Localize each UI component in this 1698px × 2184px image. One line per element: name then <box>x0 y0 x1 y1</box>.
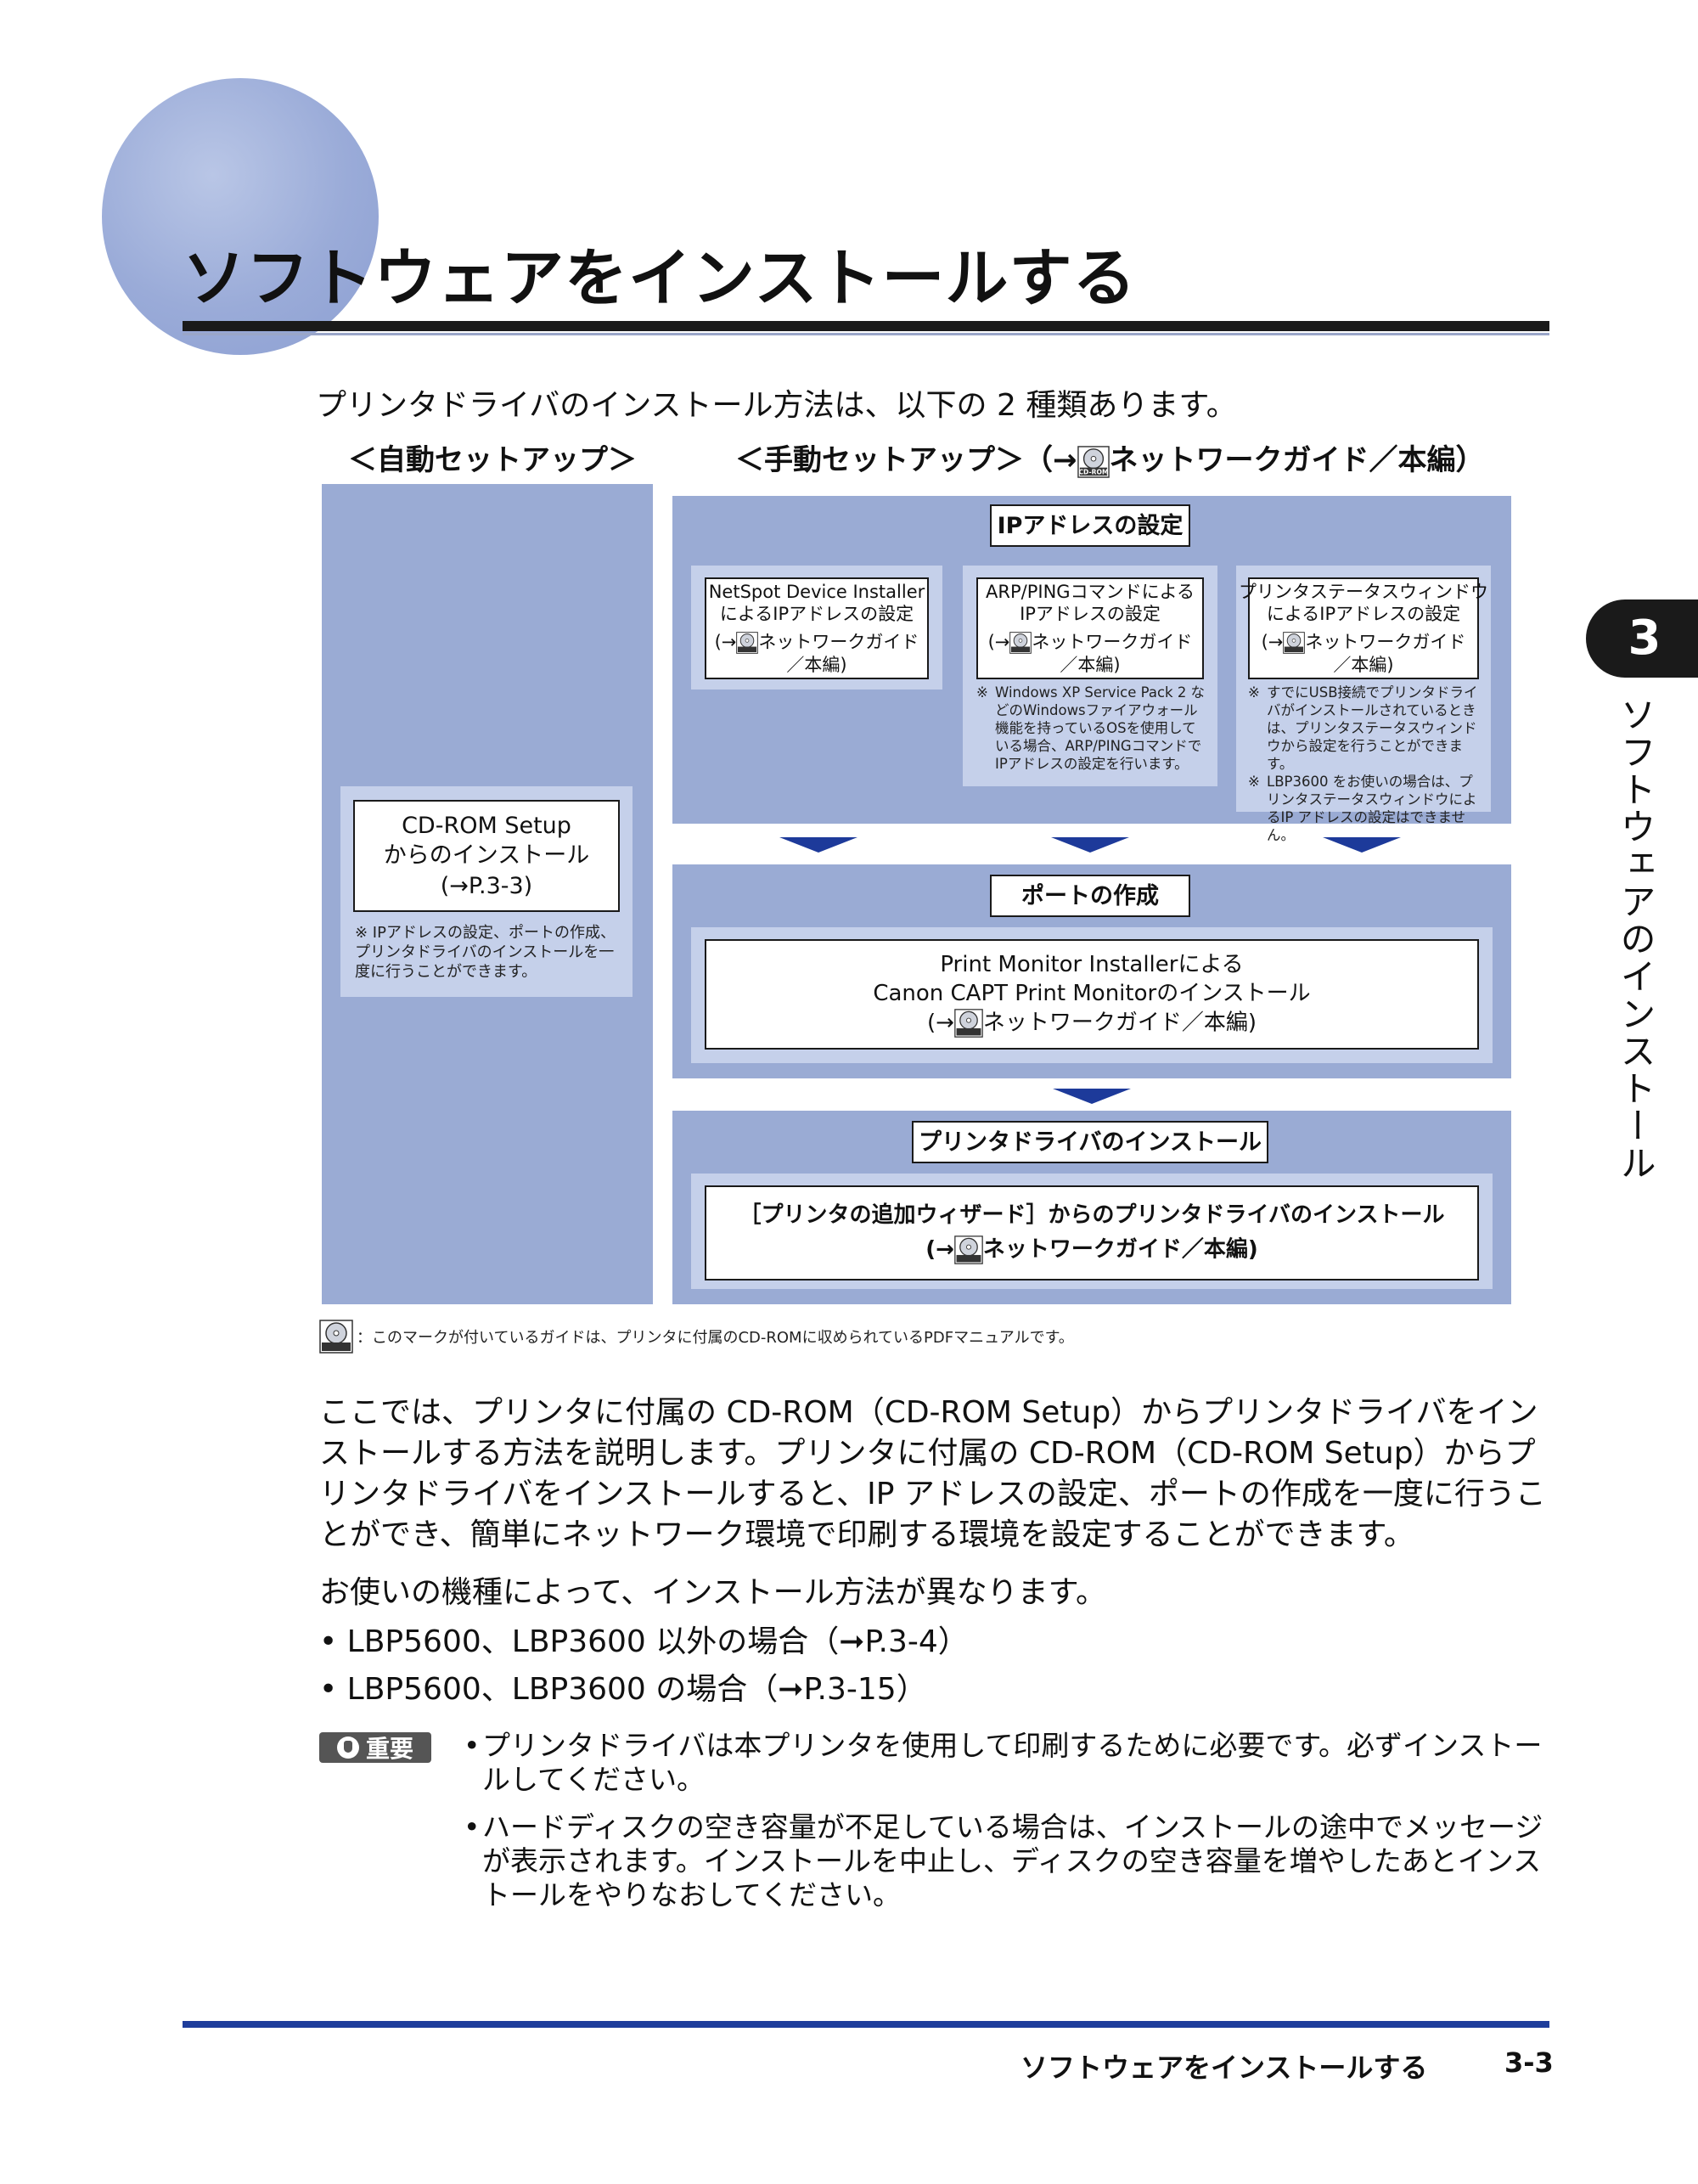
cd-rom-icon <box>1283 631 1306 654</box>
netspot-box: NetSpot Device Installer によるIPアドレスの設定 (→… <box>705 577 929 679</box>
bullet-item-2: • LBP5600、LBP3600 の場合（➞P.3-15） <box>319 1672 927 1707</box>
print-monitor-box: Print Monitor Installerによる Canon CAPT Pr… <box>705 939 1479 1050</box>
status-note: ※すでにUSB接続でプリンタドライバがインストールされているときは、プリンタステ… <box>1248 684 1478 843</box>
add-printer-wizard-box: ［プリンタの追加ウィザード］からのプリンタドライバのインストール (→ネットワー… <box>705 1185 1479 1281</box>
netspot-ref-line2: ／本編) <box>786 654 847 675</box>
hand-stop-icon <box>336 1737 359 1759</box>
flow-arrow-4 <box>1053 1089 1131 1104</box>
important-list: •プリンタドライバは本プリンタを使用して印刷するために必要です。必ずインストール… <box>464 1729 1550 1926</box>
port-label: ポートの作成 <box>990 875 1190 917</box>
page-title: ソフトウェアをインストールする <box>183 242 1137 315</box>
important-badge-label: 重要 <box>365 1735 413 1763</box>
title-rule <box>183 321 1549 331</box>
footer-page-number: 3-3 <box>1504 2046 1554 2079</box>
cd-icon-legend: ：このマークが付いているガイドは、プリンタに付属のCD-ROMに収められているP… <box>319 1320 1074 1354</box>
arp-line1: ARP/PINGコマンドによる <box>986 582 1195 603</box>
arp-line2: IPアドレスの設定 <box>1020 604 1161 625</box>
cd-rom-icon <box>954 1235 983 1264</box>
netspot-line1: NetSpot Device Installer <box>708 582 925 603</box>
title-rule-thin <box>183 333 1549 335</box>
auto-setup-heading: ＜自動セットアップ＞ <box>348 443 637 477</box>
flow-arrow-1 <box>779 837 857 853</box>
status-line2: によるIPアドレスの設定 <box>1266 604 1461 625</box>
cd-rom-icon <box>954 1008 983 1038</box>
cd-rom-setup-line3: (→P.3-3) <box>440 872 533 899</box>
arp-ping-box: ARP/PINGコマンドによる IPアドレスの設定 (→ネットワークガイド ／本… <box>976 577 1204 679</box>
port-line2: Canon CAPT Print Monitorのインストール <box>873 980 1311 1006</box>
cd-rom-icon <box>736 631 759 654</box>
important-item-2: •ハードディスクの空き容量が不足している場合は、インストールの途中でメッセージが… <box>464 1810 1543 1911</box>
manual-heading-suffix: ネットワークガイド／本編） <box>1109 443 1485 477</box>
arp-ref: (→ネットワークガイド <box>987 631 1193 654</box>
decorative-circle <box>102 78 379 355</box>
netspot-ref: (→ネットワークガイド <box>714 631 919 654</box>
flow-arrow-3 <box>1323 837 1401 853</box>
legend-text: ：このマークが付いているガイドは、プリンタに付属のCD-ROMに収められているP… <box>357 1329 1074 1347</box>
status-ref-line2: ／本編) <box>1333 654 1394 675</box>
cd-rom-icon <box>319 1320 353 1354</box>
port-ref: (→ネットワークガイド／本編) <box>927 1008 1257 1038</box>
driver-label: プリンタドライバのインストール <box>912 1121 1268 1163</box>
footer-title: ソフトウェアをインストールする <box>1020 2052 1428 2084</box>
footer-rule <box>183 2021 1549 2028</box>
bullet-item-1: • LBP5600、LBP3600 以外の場合（➞P.3-4） <box>319 1624 969 1659</box>
arp-note: ※Windows XP Service Pack 2 などのWindowsファイ… <box>976 684 1206 772</box>
important-item-1: •プリンタドライバは本プリンタを使用して印刷するために必要です。必ずインストール… <box>464 1729 1543 1796</box>
ip-address-label: IPアドレスの設定 <box>990 504 1190 547</box>
arp-ref-line2: ／本編) <box>1060 654 1121 675</box>
status-line1: プリンタステータスウィンドウ <box>1239 582 1488 603</box>
status-ref: (→ネットワークガイド <box>1261 631 1466 654</box>
cd-rom-setup-box: CD-ROM Setup からのインストール (→P.3-3) <box>353 800 620 912</box>
auto-setup-note: ※ IPアドレスの設定、ポートの作成、プリンタドライバのインストールを一度に行う… <box>355 924 616 981</box>
status-window-box: プリンタステータスウィンドウ によるIPアドレスの設定 (→ネットワークガイド … <box>1239 577 1488 679</box>
flow-arrow-2 <box>1051 837 1129 853</box>
body-line-models: お使いの機種によって、インストール方法が異なります。 <box>319 1575 1107 1610</box>
port-line1: Print Monitor Installerによる <box>940 952 1244 978</box>
cd-rom-setup-line2: からのインストール <box>383 842 590 870</box>
cd-rom-icon <box>1009 631 1032 654</box>
cd-icon-text: CD-ROM <box>1078 468 1108 476</box>
chapter-number-tab: 3 <box>1586 599 1698 678</box>
driver-ref: (→ネットワークガイド／本編) <box>925 1235 1258 1264</box>
chapter-vertical-title: ソフトウェアのインストール <box>1615 696 1656 1182</box>
cd-rom-setup-line1: CD-ROM Setup <box>402 813 571 840</box>
body-paragraph: ここでは、プリンタに付属の CD-ROM（CD-ROM Setup）からプリンタ… <box>319 1395 1546 1552</box>
cd-rom-icon: CD-ROM <box>1077 445 1110 478</box>
manual-heading-prefix: ＜手動セットアップ＞（→ <box>735 443 1077 477</box>
intro-text: プリンタドライバのインストール方法は、以下の 2 種類あります。 <box>316 388 1237 423</box>
driver-line1: ［プリンタの追加ウィザード］からのプリンタドライバのインストール <box>739 1202 1445 1228</box>
important-badge: 重要 <box>319 1732 431 1763</box>
netspot-line2: によるIPアドレスの設定 <box>719 604 914 625</box>
